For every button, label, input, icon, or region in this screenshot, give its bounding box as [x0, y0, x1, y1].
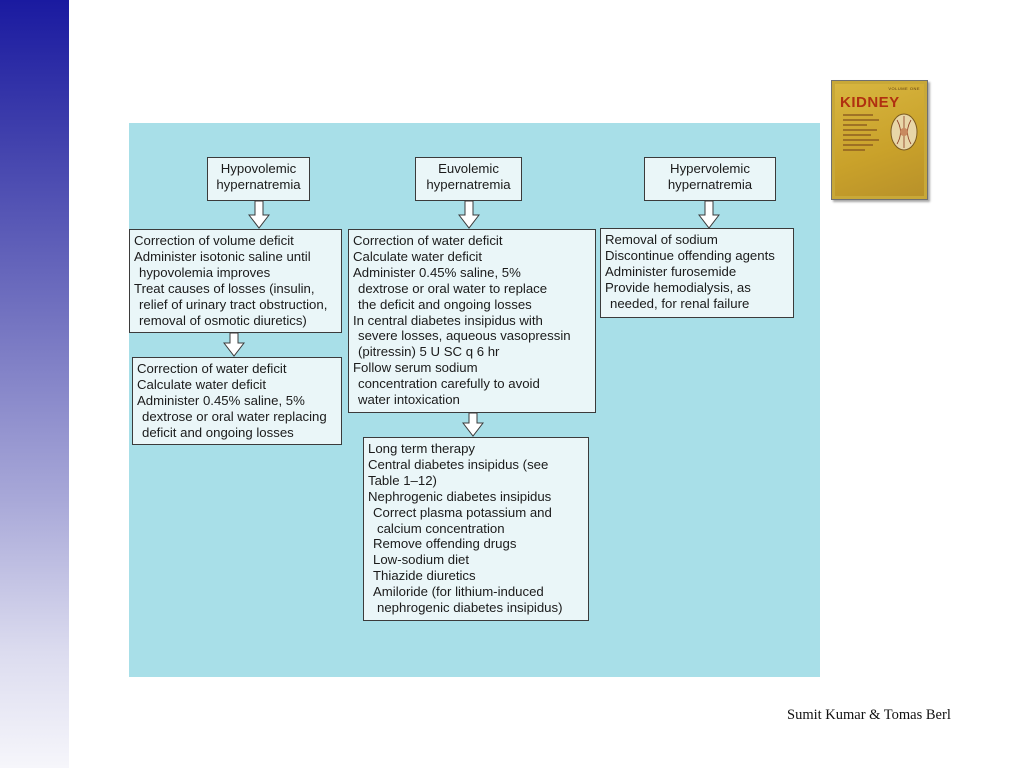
box-text-line: Amiloride (for lithium-induced	[373, 584, 544, 600]
box-text-line: Removal of sodium	[605, 232, 718, 247]
box-text-line: Correction of water deficit	[137, 361, 287, 376]
slide-credit: Sumit Kumar & Tomas Berl	[787, 707, 951, 723]
kidney-illustration-icon	[890, 113, 918, 151]
box-text-line: Long term therapy	[368, 441, 476, 456]
book-cover-image: VOLUME ONE KIDNEY	[831, 80, 928, 200]
box-text-line: hypovolemia improves	[139, 264, 271, 280]
box-text-line: Correction of water deficit	[353, 233, 503, 248]
box-text-line: Follow serum sodium	[353, 360, 478, 376]
box-text-line: calcium concentration	[377, 520, 505, 536]
box-text-line: dextrose or oral water to replace	[358, 280, 548, 296]
box-text-line: the deficit and ongoing losses	[358, 296, 532, 312]
hypovolemic-title-box: Hypovolemic hypernatremia	[207, 157, 310, 201]
slide-sidebar-gradient	[0, 0, 69, 768]
box-text-line: Administer 0.45% saline, 5%	[137, 392, 305, 408]
box-text-line: Administer 0.45% saline, 5%	[353, 264, 521, 280]
arrow-down-icon	[458, 201, 480, 229]
box-text-line: Hypovolemic	[220, 161, 297, 176]
box-text-line: removal of osmotic diuretics)	[139, 312, 307, 328]
box-text-line: Correction of volume deficit	[134, 233, 294, 248]
arrow-down-icon	[462, 413, 484, 437]
box-text-line: Correct plasma potassium and	[373, 504, 552, 520]
box-text-line: Hypervolemic	[670, 161, 750, 176]
box-text-line: nephrogenic diabetes insipidus)	[377, 600, 563, 616]
box-text-line: Provide hemodialysis, as	[605, 279, 751, 295]
box-text-line: concentration carefully to avoid	[358, 376, 540, 392]
euvolemic-long-term-therapy-box: Long term therapy Central diabetes insip…	[363, 437, 589, 621]
box-text-line: Euvolemic	[438, 161, 499, 176]
hypervolemic-title-box: Hypervolemic hypernatremia	[644, 157, 776, 201]
book-title: KIDNEY	[840, 94, 900, 111]
box-text-line: Table 1–12)	[368, 472, 437, 488]
box-text-line: Low-sodium diet	[373, 552, 470, 568]
euvolemic-title-box: Euvolemic hypernatremia	[415, 157, 522, 201]
hypernatremia-treatment-figure: Hypovolemic hypernatremia Correction of …	[129, 123, 820, 677]
box-text-line: Thiazide diuretics	[373, 568, 476, 584]
box-text-line: Central diabetes insipidus (see	[368, 456, 549, 472]
arrow-down-icon	[248, 201, 270, 229]
box-text-line: In central diabetes insipidus with	[353, 312, 543, 328]
box-text-line: hypernatremia	[216, 176, 301, 192]
box-text-line: Administer furosemide	[605, 263, 737, 279]
hypovolemic-volume-correction-box: Correction of volume deficit Administer …	[129, 229, 342, 333]
box-text-line: dextrose or oral water replacing	[142, 408, 327, 424]
box-text-line: Discontinue offending agents	[605, 247, 775, 263]
box-text-line: Administer isotonic saline until	[134, 248, 311, 264]
euvolemic-water-correction-box: Correction of water deficit Calculate wa…	[348, 229, 596, 413]
box-text-line: severe losses, aqueous vasopressin	[358, 328, 571, 344]
box-text-line: (pitressin) 5 U SC q 6 hr	[358, 344, 500, 360]
box-text-line: needed, for renal failure	[610, 295, 750, 311]
arrow-down-icon	[223, 333, 245, 357]
box-text-line: Remove offending drugs	[373, 536, 517, 552]
book-volume-label: VOLUME ONE	[888, 86, 920, 91]
box-text-line: Calculate water deficit	[137, 376, 267, 392]
box-text-line: hypernatremia	[426, 176, 511, 192]
box-text-line: Treat causes of losses (insulin,	[134, 280, 315, 296]
hypervolemic-sodium-removal-box: Removal of sodium Discontinue offending …	[600, 228, 794, 318]
arrow-down-icon	[698, 201, 720, 229]
box-text-line: Nephrogenic diabetes insipidus	[368, 488, 552, 504]
box-text-line: hypernatremia	[667, 176, 753, 192]
hypovolemic-water-correction-box: Correction of water deficit Calculate wa…	[132, 357, 342, 445]
box-text-line: relief of urinary tract obstruction,	[139, 296, 328, 312]
box-text-line: deficit and ongoing losses	[142, 424, 294, 440]
box-text-line: water intoxication	[358, 392, 460, 408]
book-cover-text-lines	[843, 114, 883, 154]
box-text-line: Calculate water deficit	[353, 248, 483, 264]
